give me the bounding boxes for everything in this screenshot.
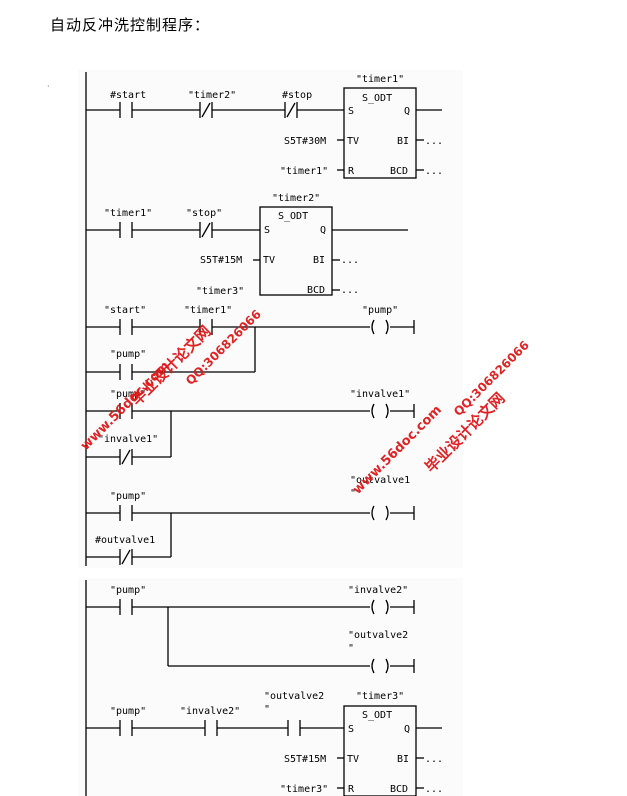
r7-pin-tv: TV	[347, 754, 359, 765]
r5-coil-outvalve1-quote: "	[350, 488, 356, 499]
r7-tv-value: S5T#15M	[284, 754, 326, 765]
rung-3: "start" "timer1" "pump" "pump"	[86, 305, 415, 380]
stray-mark: ·	[47, 82, 50, 91]
r2-pin-tv: TV	[263, 255, 275, 266]
r7-contact-pump-label: "pump"	[110, 706, 146, 717]
ladder-panel-2	[78, 578, 463, 796]
r2-bcd-dots: ...	[341, 285, 359, 296]
r5-coil-outvalve1-label: "outvalve1	[350, 475, 410, 486]
r6-coil-outvalve2-quote: "	[348, 643, 354, 654]
r2-contact-timer1-label: "timer1"	[104, 208, 152, 219]
r7-bcd-dots: ...	[425, 784, 443, 795]
r1-pin-q: Q	[404, 106, 410, 117]
r1-pin-bcd: BCD	[390, 166, 408, 177]
rung-2: "timer1" "stop" "timer2" S_ODT S Q TV BI…	[86, 193, 408, 297]
rung-5: "pump" #outvalve1 "outvalve1 "	[86, 475, 415, 565]
r2-timer-name: "timer2"	[272, 193, 320, 204]
r3-coil-pump-label: "pump"	[362, 305, 398, 316]
r7-block-type: S_ODT	[362, 710, 392, 721]
r7-contact-invalve2-label: "invalve2"	[180, 706, 240, 717]
r2-contact-stop-label: "stop"	[186, 208, 222, 219]
r2-tv-value: S5T#15M	[200, 255, 242, 266]
r1-timer-name: "timer1"	[356, 74, 404, 85]
r7-pin-bcd: BCD	[390, 784, 408, 795]
r1-tv-value: S5T#30M	[284, 136, 326, 147]
r5-contact-outvalve1-label: #outvalve1	[95, 535, 155, 546]
r7-contact-outvalve2-quote: "	[264, 704, 270, 715]
r7-contact-outvalve2-label: "outvalve2	[264, 691, 324, 702]
r1-pin-r: R	[348, 166, 355, 177]
r3-contact-timer1-label: "timer1"	[184, 305, 232, 316]
r4-contact-pump-label: "pump"	[110, 389, 146, 400]
r7-r-input: "timer3"	[280, 784, 328, 795]
r2-pin-bi: BI	[313, 255, 325, 266]
r1-bi-dots: ...	[425, 136, 443, 147]
r2-pin-s: S	[264, 225, 270, 236]
r1-pin-bi: BI	[397, 136, 409, 147]
r6-contact-pump-label: "pump"	[110, 585, 146, 596]
rung-7: "pump" "invalve2" "outvalve2 " "timer3" …	[86, 691, 443, 796]
r7-pin-r: R	[348, 784, 355, 795]
page-title: 自动反冲洗控制程序：	[50, 16, 211, 34]
r1-r-input: "timer1"	[280, 166, 328, 177]
rung-6: "pump" "invalve2" "outvalve2 "	[86, 585, 415, 674]
r1-block-type: S_ODT	[362, 93, 392, 104]
ladder-panel-1	[78, 70, 463, 568]
r2-pin-bcd: BCD	[307, 285, 325, 296]
r7-timer-name: "timer3"	[356, 691, 404, 702]
r6-coil-outvalve2-label: "outvalve2	[348, 630, 408, 641]
rung-4: "pump" "invalve1" "invalve1"	[86, 389, 415, 465]
r4-contact-invalve1-label: "invalve1"	[98, 434, 158, 445]
r6-coil-invalve2-label: "invalve2"	[348, 585, 408, 596]
r3-contact-pump-label: "pump"	[110, 349, 146, 360]
r2-block-type: S_ODT	[278, 211, 308, 222]
r3-contact-start-label: "start"	[104, 305, 146, 316]
r7-pin-bi: BI	[397, 754, 409, 765]
r7-pin-q: Q	[404, 724, 410, 735]
r7-pin-s: S	[348, 724, 354, 735]
r1-contact-timer2-label: "timer2"	[188, 90, 236, 101]
rung-1: #start "timer2" #stop "timer1" S_ODT S Q…	[86, 74, 443, 179]
r1-contact-start-label: #start	[110, 90, 146, 101]
r2-r-input: "timer3"	[196, 286, 244, 297]
r1-pin-s: S	[348, 106, 354, 117]
r2-pin-q: Q	[320, 225, 326, 236]
r5-contact-pump-label: "pump"	[110, 491, 146, 502]
r1-contact-stop-label: #stop	[282, 90, 312, 101]
r1-pin-tv: TV	[347, 136, 359, 147]
r2-bi-dots: ...	[341, 255, 359, 266]
r7-bi-dots: ...	[425, 754, 443, 765]
r1-bcd-dots: ...	[425, 166, 443, 177]
r4-coil-invalve1-label: "invalve1"	[350, 389, 410, 400]
